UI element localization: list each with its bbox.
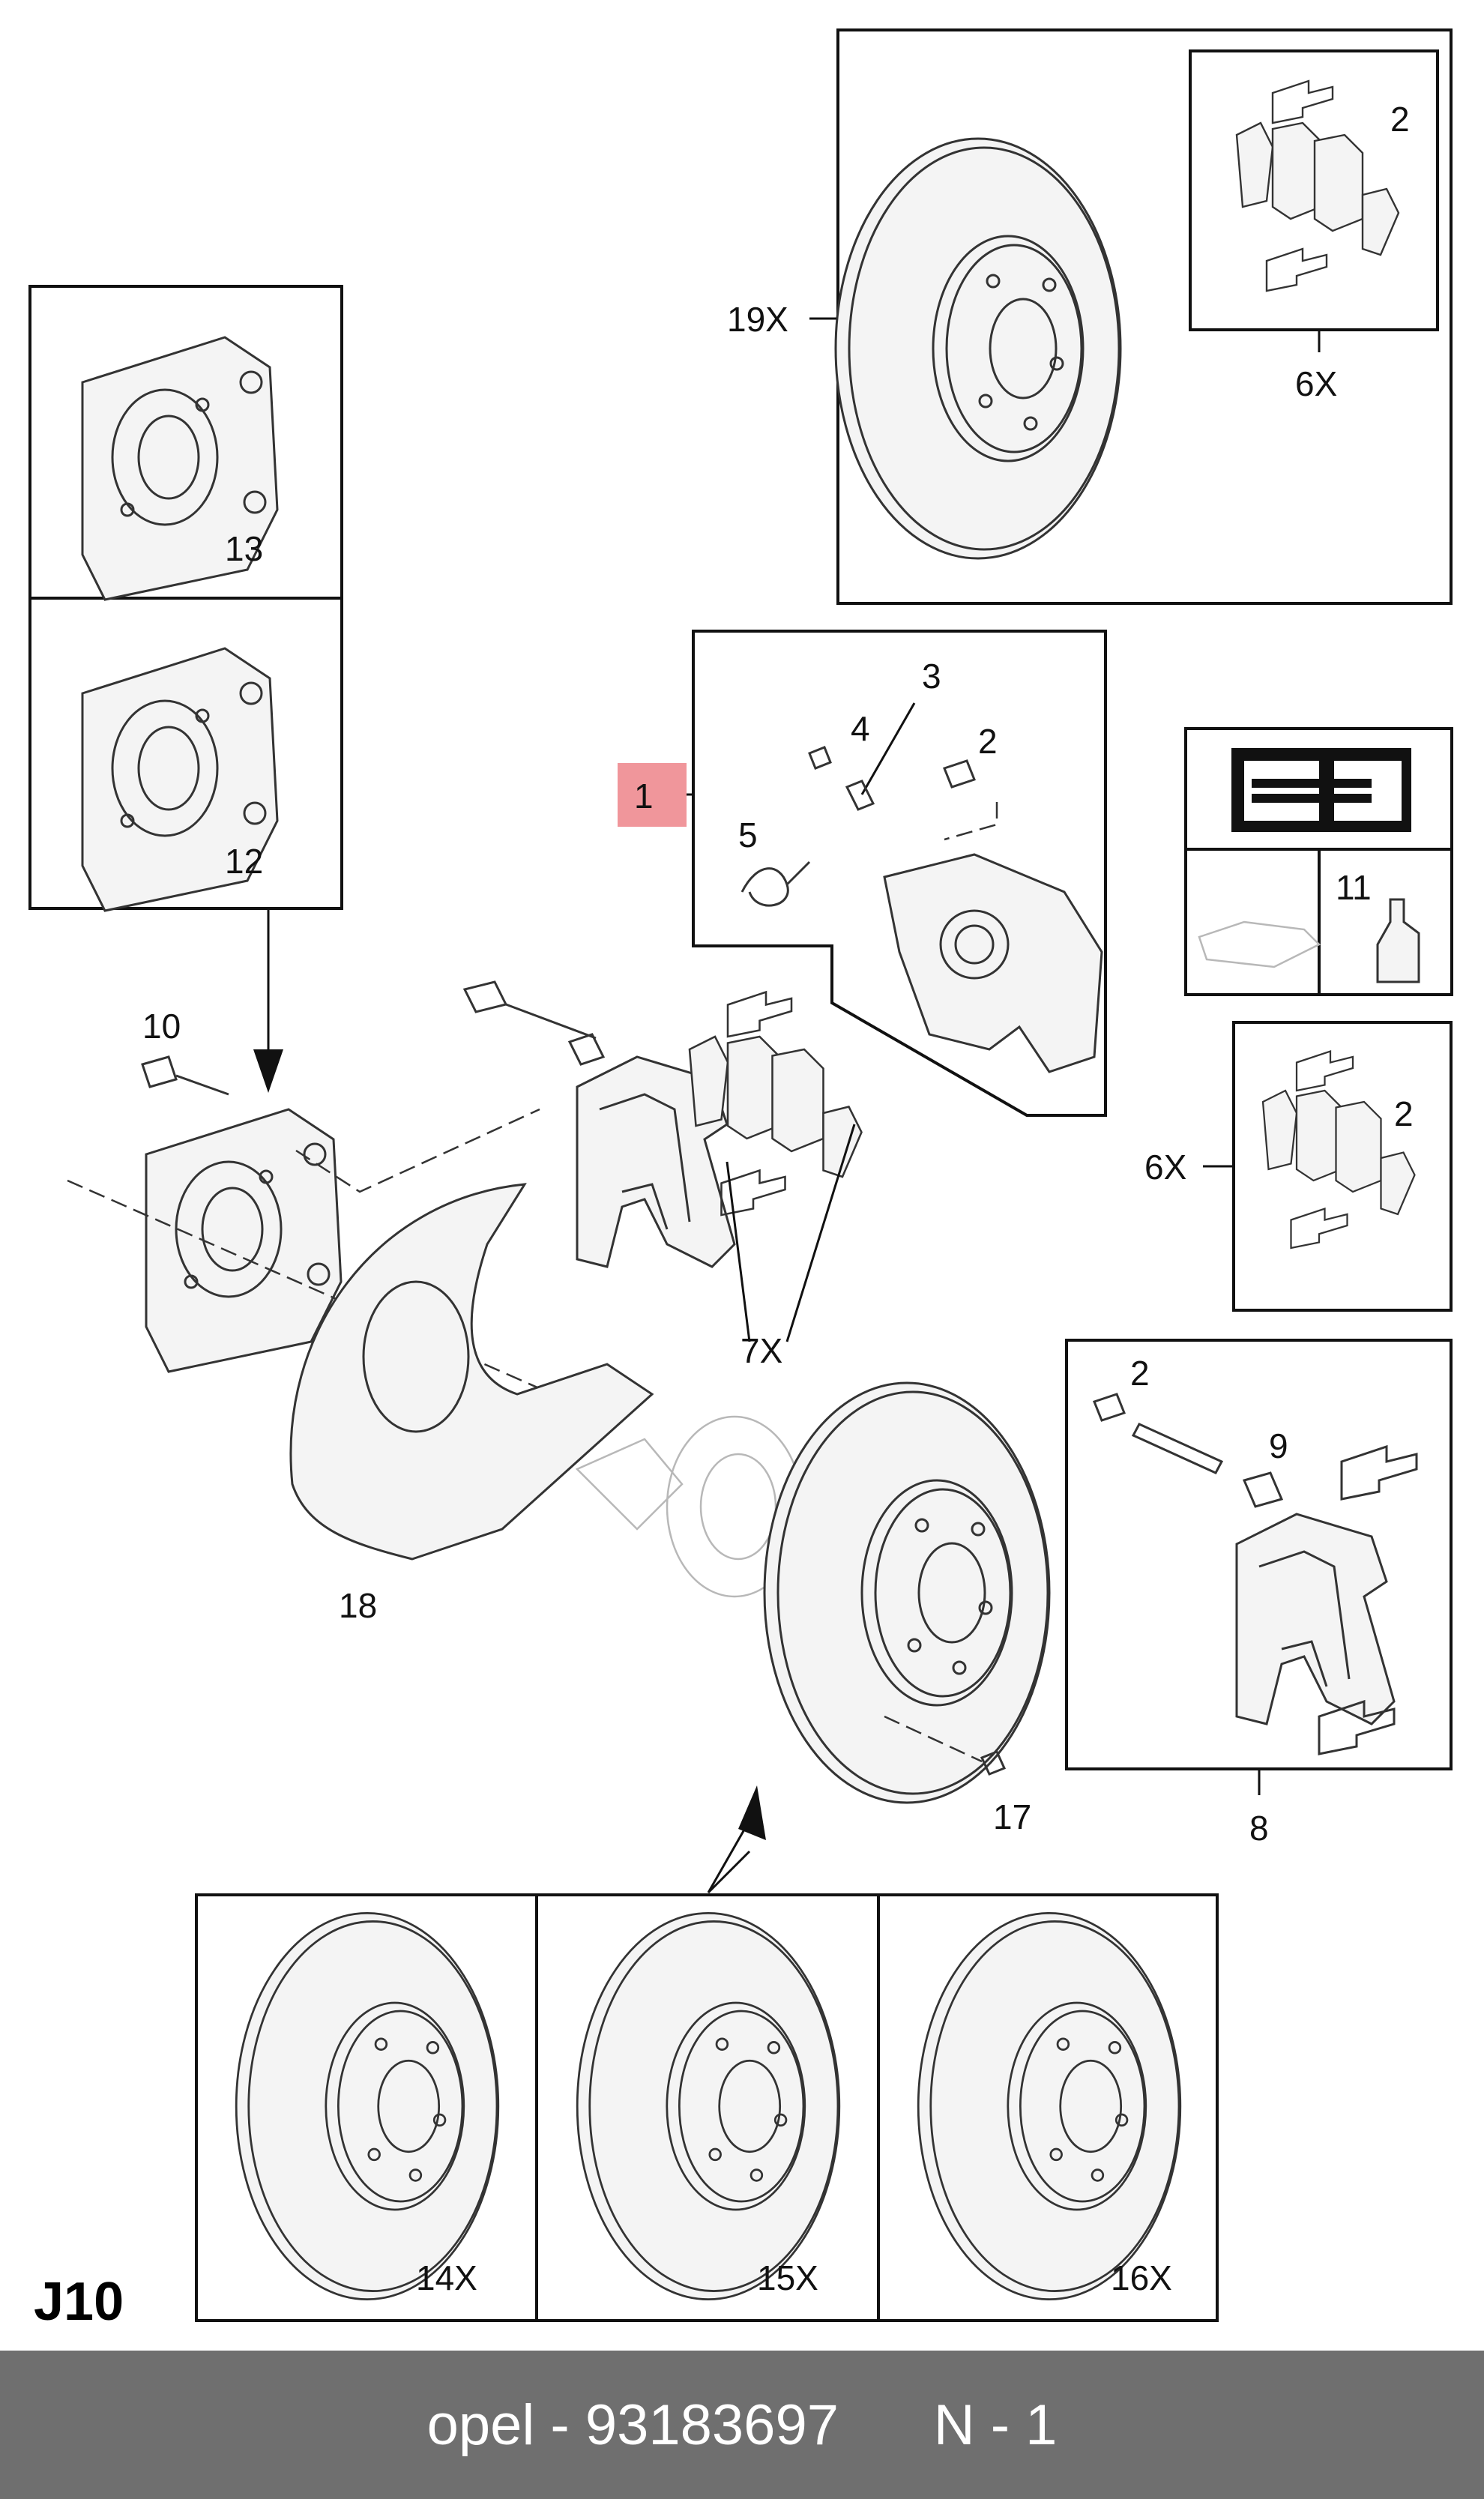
callout-10: 10 — [142, 1007, 181, 1046]
callout-13: 13 — [225, 529, 263, 568]
footer-position: N - 1 — [933, 2393, 1058, 2457]
callout-12: 12 — [225, 842, 263, 881]
callout-2-caliper: 2 — [978, 722, 998, 761]
footer-part-number: 93183697 — [585, 2393, 839, 2457]
footer-brand: opel — [426, 2393, 535, 2457]
callout-8: 8 — [1249, 1809, 1269, 1848]
callout-4: 4 — [851, 709, 870, 748]
callout-5: 5 — [738, 816, 758, 854]
callout-1: 1 — [634, 777, 654, 816]
diagram-code: J10 — [34, 2272, 124, 2332]
callout-2-upper: 2 — [1390, 100, 1410, 139]
callout-14: 14X — [416, 2258, 477, 2297]
callout-2-pads: 2 — [1394, 1094, 1414, 1133]
callout-7: 7X — [741, 1331, 782, 1370]
callout-1-highlight — [618, 763, 687, 827]
footer-separator: - — [550, 2393, 570, 2457]
callout-2-carrier: 2 — [1130, 1354, 1150, 1393]
callout-19: 19X — [727, 300, 788, 339]
callout-11: 11 — [1336, 868, 1372, 907]
parts-diagram: 19X 6X 2 13 12 1 3 4 2 5 11 6X 2 8 2 9 — [28, 28, 1453, 2332]
callout-9: 9 — [1269, 1426, 1288, 1465]
callout-3: 3 — [922, 657, 941, 696]
callout-17: 17 — [993, 1797, 1031, 1836]
callout-6-middle: 6X — [1144, 1148, 1186, 1187]
callout-15: 15X — [757, 2258, 818, 2297]
footer-bar: opel - 93183697 N - 1 — [0, 2351, 1484, 2499]
callout-6-upper: 6X — [1295, 364, 1337, 403]
callout-16: 16X — [1111, 2258, 1172, 2297]
callout-18: 18 — [339, 1586, 377, 1625]
